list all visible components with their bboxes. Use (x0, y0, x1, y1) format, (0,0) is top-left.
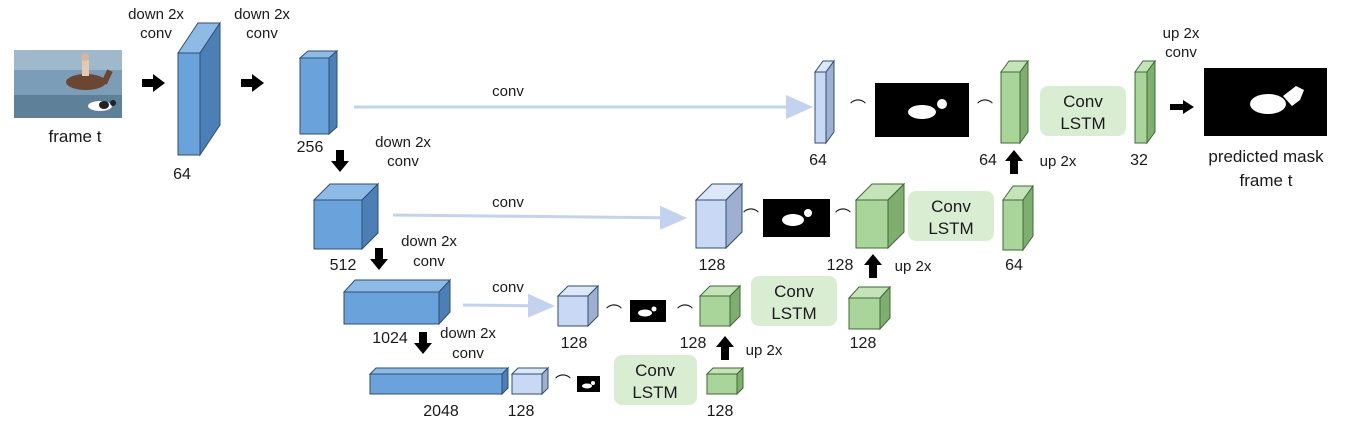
lvl2-up-channels: 64 (1005, 257, 1023, 274)
lvl4-reduce-channels: 128 (508, 403, 535, 420)
reduce-block-l2 (694, 182, 744, 250)
skip-conv-level3: conv (492, 279, 524, 296)
down-conv-1-line2: conv (140, 25, 172, 42)
arrow-enc3-to-enc4 (370, 248, 388, 270)
lvl4-lstm-channels: 128 (707, 403, 734, 420)
conv-lstm-l1: Conv LSTM (1040, 86, 1126, 136)
lvl1-reduce-channels: 64 (809, 152, 827, 169)
skip-conv-level1: conv (492, 83, 524, 100)
svg-text:Conv: Conv (774, 282, 814, 301)
encoder-block-64 (177, 21, 221, 157)
svg-text:LSTM: LSTM (632, 383, 677, 402)
reduce-block-l3 (556, 284, 600, 328)
mask-l2 (763, 199, 830, 237)
input-frame-caption: frame t (49, 127, 102, 146)
down-conv-1-line1: down 2x (128, 6, 184, 23)
svg-text:LSTM: LSTM (928, 219, 973, 238)
svg-text:Conv: Conv (1063, 92, 1103, 111)
up-conv-line2: conv (1165, 44, 1197, 61)
mask-l1 (875, 83, 969, 137)
arrow-input-to-enc1 (142, 74, 165, 92)
svg-text:LSTM: LSTM (1060, 114, 1105, 133)
concat-l4: ⌒ (555, 374, 571, 392)
output-mask-image (1204, 68, 1327, 136)
lvl1-lstm-channels: 64 (979, 152, 997, 169)
lstm-output-l4 (705, 366, 745, 396)
encoder-block-512 (312, 182, 380, 251)
enc1-channels: 64 (173, 166, 191, 183)
down-conv-4-line1: down 2x (401, 233, 457, 250)
lstm-output-l2 (854, 182, 906, 250)
input-frame-image (14, 50, 122, 118)
conv-lstm-l3: Conv LSTM (751, 276, 837, 326)
arrow-enc2-to-enc3 (331, 150, 349, 172)
skip-arrow-level3 (462, 293, 555, 318)
concat-l1a: ⌒ (850, 99, 866, 117)
arrow-enc4-to-enc5 (414, 332, 432, 354)
up-conv-line1: up 2x (1163, 25, 1200, 42)
skip-conv-level2: conv (492, 194, 524, 211)
svg-text:Conv: Conv (931, 197, 971, 216)
final-channels: 32 (1130, 152, 1148, 169)
final-block-32 (1134, 59, 1156, 145)
concat-l3a: ⌒ (606, 304, 622, 322)
enc5-channels: 2048 (423, 403, 459, 420)
concat-l3b: ⌒ (677, 304, 693, 322)
encoder-block-2048 (368, 366, 510, 396)
arrow-up-l4 (716, 336, 734, 360)
down-conv-3-line2: conv (387, 153, 419, 170)
mask-l3 (630, 300, 666, 322)
down-conv-2-line1: down 2x (234, 6, 290, 23)
output-caption-line1: predicted mask (1208, 147, 1324, 166)
encoder-block-1024 (342, 278, 452, 326)
down-conv-4-line2: conv (413, 253, 445, 270)
lvl3-lstm-channels: 128 (680, 335, 707, 352)
down-conv-3-line1: down 2x (375, 134, 431, 151)
mask-l4 (577, 376, 600, 392)
reduce-block-l4 (510, 366, 550, 396)
lvl3-reduce-channels: 128 (561, 335, 588, 352)
down-conv-5-line2: conv (452, 345, 484, 362)
up-block-l2 (1002, 184, 1034, 252)
up-label-l2: up 2x (1040, 153, 1077, 170)
arrow-enc1-to-enc2 (241, 74, 264, 92)
up-label-l3: up 2x (895, 258, 932, 275)
lvl2-reduce-channels: 128 (699, 257, 726, 274)
arrow-up-l2 (1005, 150, 1023, 174)
concat-l1b: ⌒ (977, 99, 993, 117)
concat-l2a: ⌒ (743, 208, 759, 226)
encoder-block-256 (298, 49, 339, 136)
arrow-to-output (1170, 100, 1194, 114)
lstm-output-l3 (698, 284, 742, 328)
arrow-up-l3 (864, 254, 882, 278)
svg-text:LSTM: LSTM (771, 304, 816, 323)
enc4-channels: 1024 (372, 330, 408, 347)
up-label-l4: up 2x (746, 342, 783, 359)
output-caption-line2: frame t (1240, 171, 1293, 190)
skip-arrow-level2 (392, 205, 687, 230)
lvl2-lstm-channels: 128 (827, 257, 854, 274)
lstm-output-l1 (1000, 59, 1029, 145)
lvl3-up-channels: 128 (850, 335, 877, 352)
conv-lstm-l4: Conv LSTM (614, 355, 697, 405)
svg-text:Conv: Conv (635, 361, 675, 380)
enc2-channels: 256 (297, 139, 324, 156)
reduce-block-l1 (814, 59, 835, 145)
down-conv-5-line1: down 2x (440, 325, 496, 342)
enc3-channels: 512 (330, 257, 357, 274)
conv-lstm-l2: Conv LSTM (908, 191, 994, 241)
concat-l2b: ⌒ (835, 208, 851, 226)
up-block-l3 (847, 285, 892, 331)
down-conv-2-line2: conv (246, 25, 278, 42)
